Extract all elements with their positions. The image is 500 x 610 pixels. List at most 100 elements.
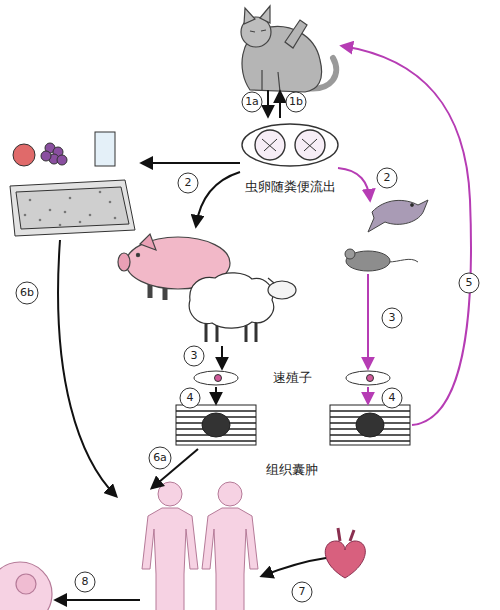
callout-number: 2	[185, 177, 192, 189]
callout-circle	[149, 447, 171, 469]
food-water-litter	[69, 197, 72, 200]
transmission-arrow	[367, 387, 369, 403]
food-water-litter	[13, 144, 35, 166]
cat-figure	[241, 6, 336, 92]
tissue-cyst	[356, 413, 384, 437]
cat-figure	[250, 30, 266, 32]
tissue-cyst	[330, 405, 410, 445]
bird-figure	[368, 200, 428, 232]
sheep-figure	[189, 273, 296, 342]
food-water-litter	[24, 191, 117, 227]
callout-number: 1a	[245, 96, 259, 108]
cat-figure	[285, 20, 307, 48]
callout-circle	[382, 308, 402, 328]
fetus-figure	[0, 562, 52, 610]
callout-number: 6a	[153, 452, 167, 464]
callout-circle	[382, 388, 402, 408]
transmission-arrow	[196, 172, 240, 226]
oocyst	[242, 124, 338, 166]
callout-number: 6b	[20, 287, 34, 299]
callout-circle	[16, 92, 479, 602]
callout-circle	[459, 273, 479, 293]
cat-figure	[260, 6, 270, 23]
pig-figure	[140, 234, 156, 250]
transmission-arrow	[338, 168, 370, 200]
food-water-litter	[114, 217, 117, 220]
tissue-cyst	[202, 413, 230, 437]
human-figure	[142, 482, 258, 610]
callout-circle	[184, 346, 204, 366]
food-water-litter	[10, 132, 135, 236]
callout-number: 8	[82, 576, 89, 588]
human-figure	[142, 508, 198, 610]
sheep-figure	[268, 281, 296, 299]
food-water-litter	[39, 219, 42, 222]
stage-caption: 组织囊肿	[266, 463, 318, 477]
heart-figure	[325, 528, 365, 578]
fetus-figure	[0, 562, 52, 610]
human-figure	[202, 482, 258, 610]
callout-circle	[180, 388, 200, 408]
tachyzoite	[215, 375, 222, 382]
bird-figure	[411, 204, 414, 207]
cat-figure	[262, 70, 280, 92]
heart-figure	[325, 541, 365, 578]
callout-number: 4	[389, 392, 396, 404]
tissue-cyst	[176, 405, 410, 445]
human-figure	[142, 482, 198, 610]
food-water-litter	[59, 224, 62, 227]
transmission-arrow	[215, 387, 217, 403]
human-figure	[158, 482, 182, 506]
food-water-litter	[16, 187, 129, 229]
food-water-litter	[109, 201, 112, 204]
callout-circle	[178, 173, 198, 193]
transmission-arrow	[142, 162, 240, 164]
callout-number: 3	[191, 350, 198, 362]
food-water-litter	[24, 214, 27, 217]
callout-circle	[16, 282, 38, 304]
human-figure	[202, 508, 258, 610]
callout-number: 5	[466, 277, 473, 289]
heart-figure	[338, 528, 354, 541]
food-water-litter	[95, 132, 115, 166]
transmission-arrow	[342, 46, 471, 425]
pig-figure	[118, 253, 130, 271]
tachyzoite	[346, 371, 390, 385]
transmission-arrow	[262, 558, 326, 576]
tachyzoite	[194, 371, 238, 385]
callout-number: 1b	[289, 96, 303, 108]
mouse-figure	[388, 259, 418, 262]
tissue-cyst	[176, 405, 256, 445]
callout-number: 7	[299, 586, 306, 598]
transmission-arrow	[58, 240, 116, 496]
food-water-litter	[10, 180, 135, 236]
transmission-arrow	[56, 599, 140, 601]
callout-circle	[292, 582, 312, 602]
food-water-litter	[29, 199, 32, 202]
food-water-litter	[64, 211, 67, 214]
stage-caption: 速殖子	[273, 371, 312, 385]
food-water-litter	[89, 214, 92, 217]
callout-circle	[286, 92, 306, 112]
mouse-figure	[345, 249, 418, 271]
tachyzoite	[367, 375, 374, 382]
stage-caption: 虫卵随粪便流出	[245, 180, 336, 194]
tissue-cyst	[330, 411, 410, 441]
food-water-litter	[79, 221, 82, 224]
tissue-cyst	[176, 411, 256, 441]
callout-number: 2	[384, 172, 391, 184]
bird-figure	[368, 200, 428, 232]
callout-circle	[75, 572, 95, 592]
sheep-figure	[189, 273, 273, 328]
food-water-litter	[57, 155, 67, 165]
transmission-arrow	[56, 46, 471, 600]
mouse-figure	[345, 249, 355, 259]
oocyst	[242, 124, 338, 166]
fetus-figure	[16, 574, 36, 594]
transmission-arrow	[267, 90, 269, 116]
cat-figure	[244, 8, 255, 24]
transmission-arrow	[279, 92, 281, 118]
